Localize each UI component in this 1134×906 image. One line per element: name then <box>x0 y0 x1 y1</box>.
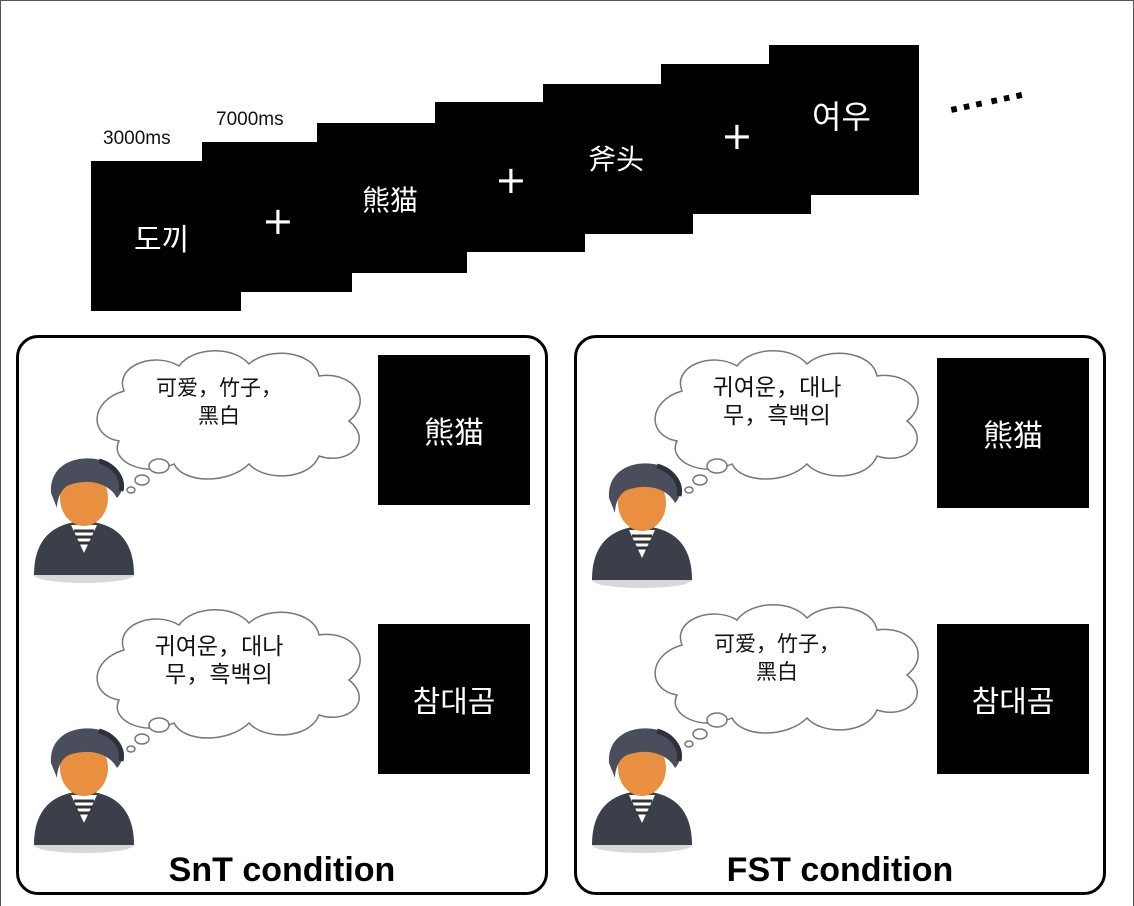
thought-text: 귀여운，대나 무，흑백의 <box>119 633 319 689</box>
slide-4-text: + <box>495 158 527 202</box>
slide-7-text: 여우 <box>812 98 871 136</box>
person-icon <box>34 458 134 583</box>
slide-3-text: 熊猫 <box>362 184 419 217</box>
thought-line-2: 黑白 <box>756 660 798 684</box>
panel-snt: 可爱，竹子， 黑白 熊猫 귀여운，대나 무，흑백의 참대곰 <box>16 335 548 895</box>
thought-line-2: 무，흑백의 <box>165 662 273 688</box>
panel-title: SnT condition <box>168 851 396 889</box>
thought-line-2: 黑白 <box>198 404 240 428</box>
thought-line-1: 可爱，竹子， <box>714 632 840 656</box>
slide-2-text: + <box>262 199 294 243</box>
person-icon <box>592 463 692 588</box>
timing-label-2: 7000ms <box>216 109 284 130</box>
thought-text: 可爱，竹子， 黑白 <box>119 374 319 430</box>
thought-cloud-icon <box>96 350 361 494</box>
thought-text: 可爱，竹子， 黑白 <box>677 630 877 686</box>
thought-text: 귀여운，대나 무，흑백의 <box>677 374 877 430</box>
slide-1-text: 도끼 <box>134 223 190 258</box>
slide-5-text: 斧头 <box>588 143 645 176</box>
slide-1: 도끼 <box>91 161 241 311</box>
slide-6-text: + <box>721 113 753 158</box>
thought-cloud-icon <box>96 609 361 753</box>
panel-fst: 귀여운，대나 무，흑백의 熊猫 可爱，竹子， 黑白 참대곰 <box>574 335 1106 895</box>
person-icon <box>592 728 692 853</box>
word-box: 참대곰 <box>378 624 530 774</box>
thought-line-2: 무，흑백의 <box>723 403 831 429</box>
person-icon <box>34 728 134 853</box>
word-box: 참대곰 <box>937 624 1089 774</box>
thought-line-1: 可爱，竹子， <box>156 376 282 400</box>
thought-cloud-icon <box>654 604 919 748</box>
timing-label-1: 3000ms <box>103 128 171 149</box>
panel-title: FST condition <box>726 851 954 889</box>
thought-line-1: 귀여운，대나 <box>712 375 842 401</box>
thought-cloud-icon <box>654 350 919 494</box>
thought-line-1: 귀여운，대나 <box>154 634 284 660</box>
word-box: 熊猫 <box>937 358 1089 508</box>
ellipsis: …… <box>940 62 1030 123</box>
word-box: 熊猫 <box>378 355 530 505</box>
